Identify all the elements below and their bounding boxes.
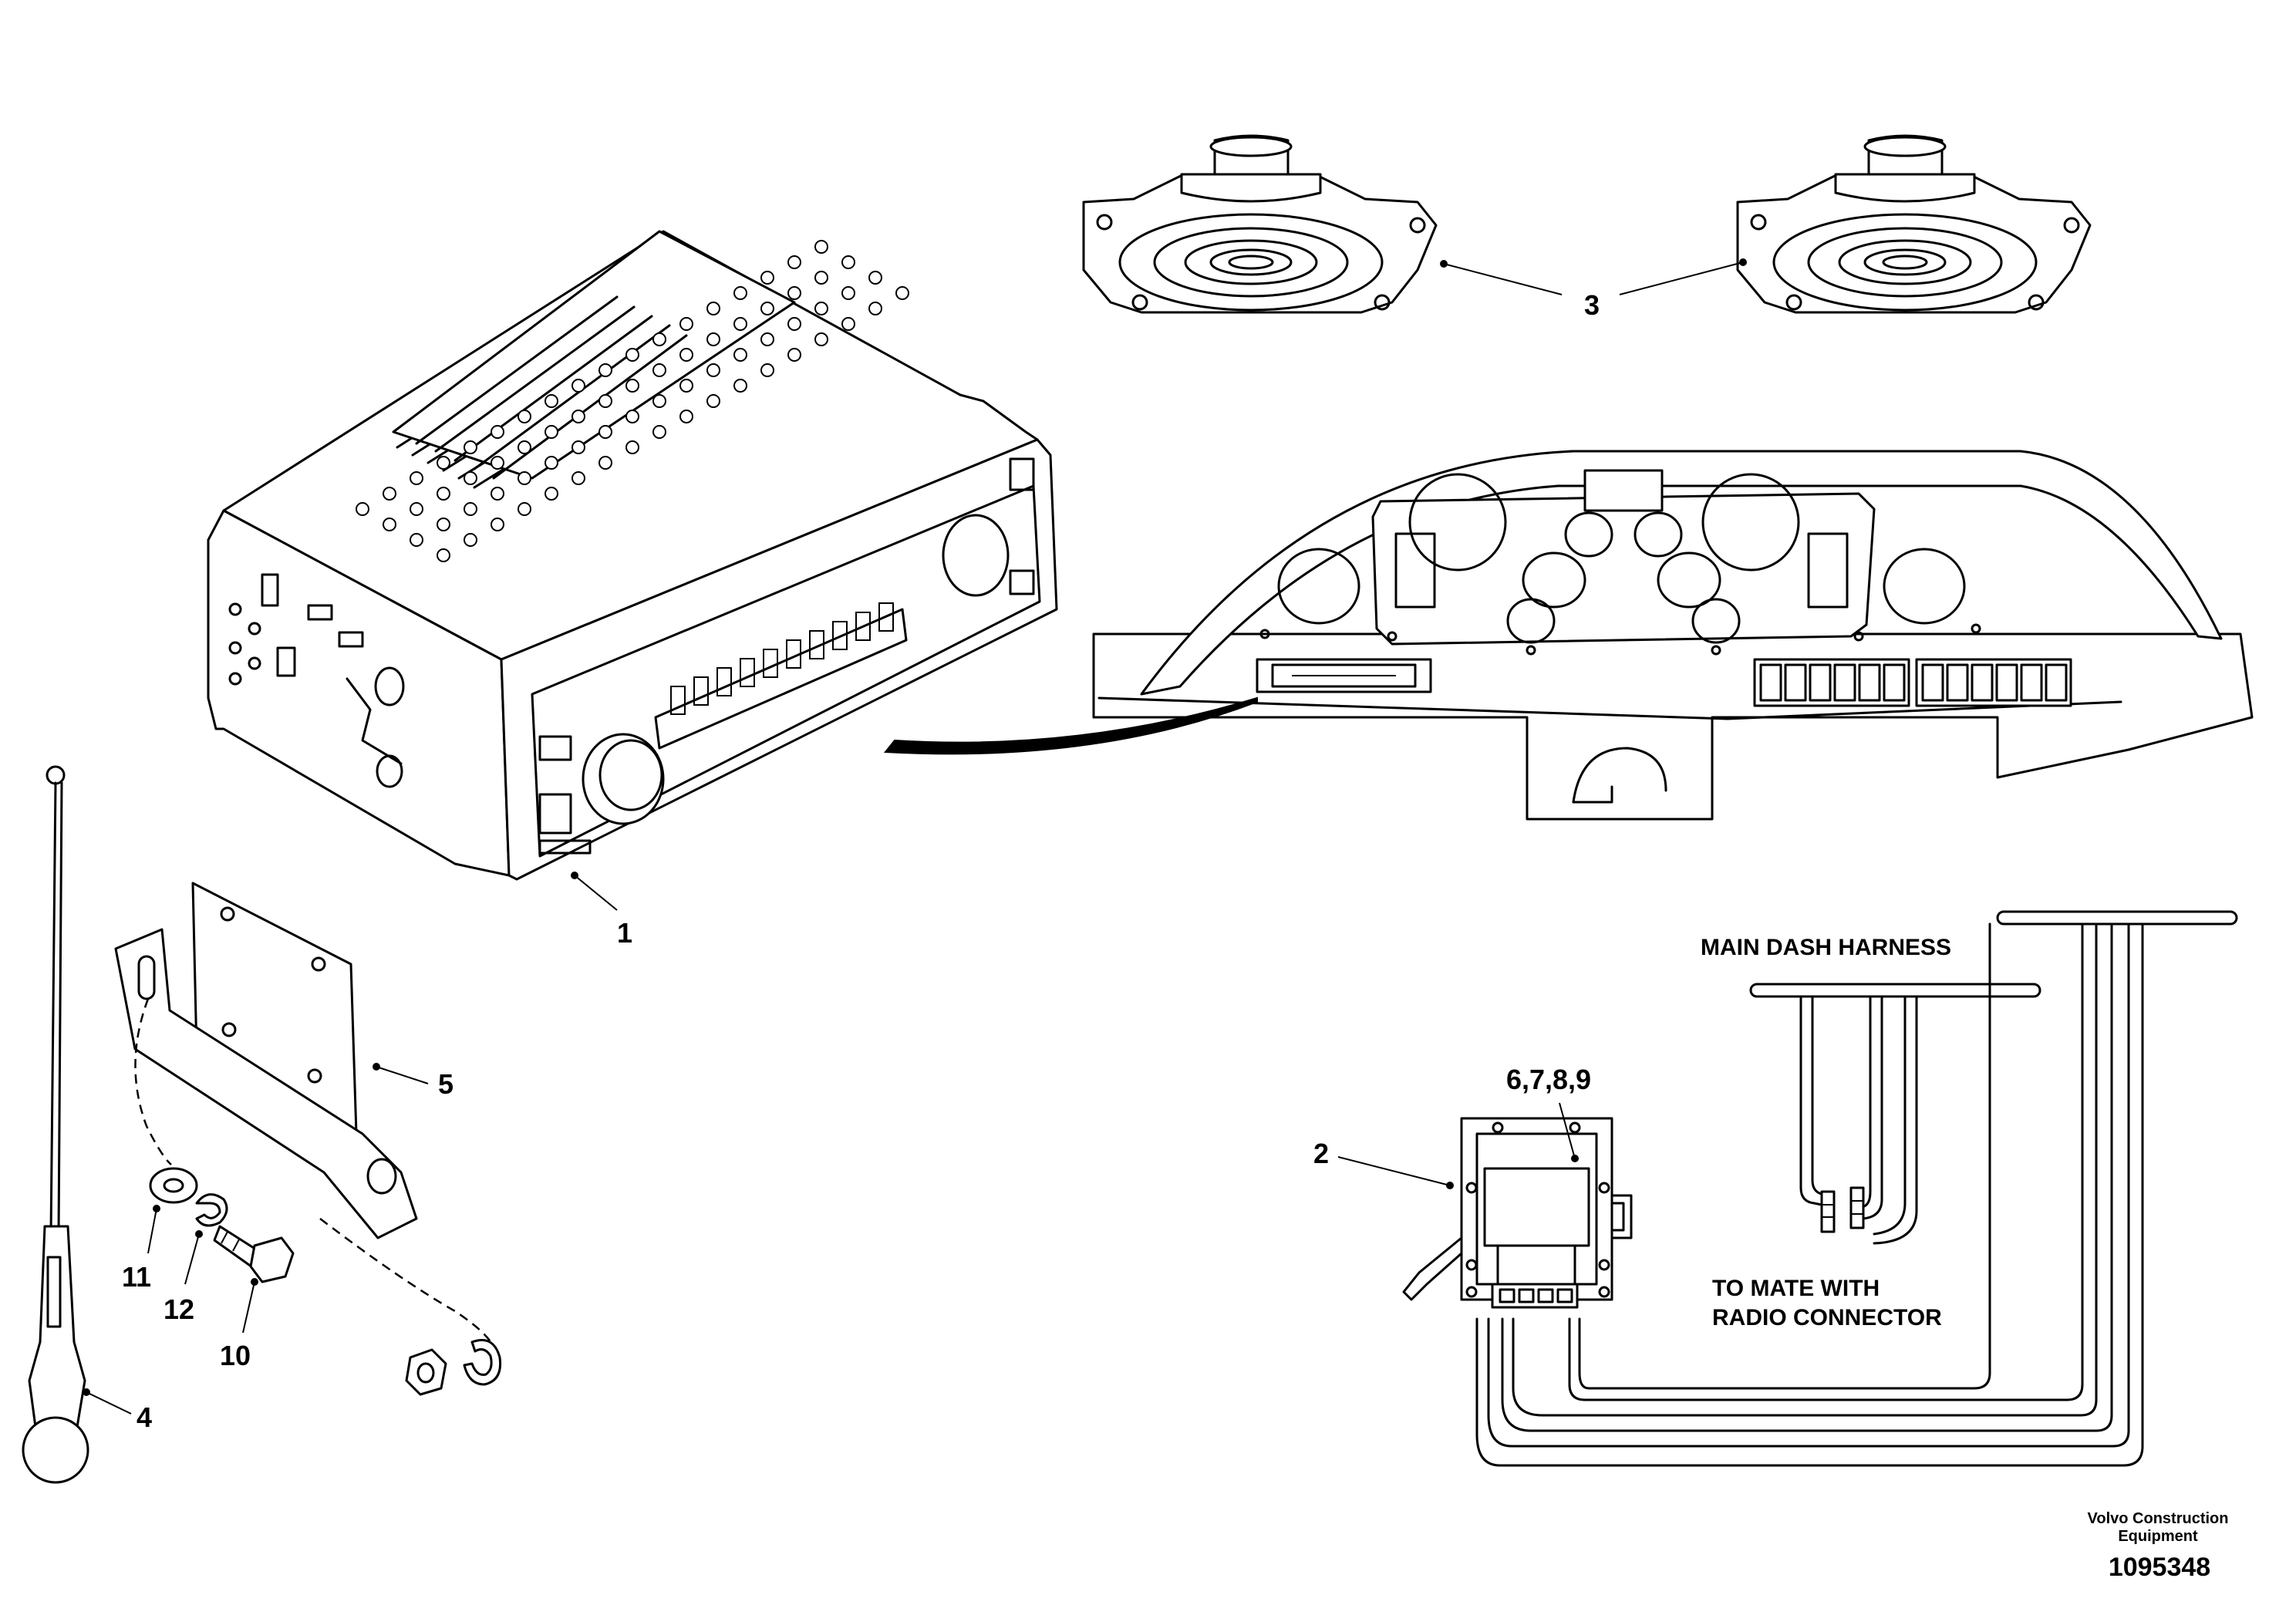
mate-label-line2: RADIO CONNECTOR: [1712, 1305, 1942, 1330]
mate-label-line1: TO MATE WITH: [1712, 1276, 1880, 1301]
switch-bank-right: [1915, 658, 2072, 707]
callout-5: 5: [438, 1068, 453, 1100]
mount-dashed-path-right: [319, 1218, 496, 1358]
leader-12: [184, 1230, 203, 1285]
callout-2: 2: [1313, 1138, 1329, 1169]
company-name-line2: Equipment: [2118, 1528, 2198, 1545]
speaker-left: [1082, 134, 1438, 314]
switch-bank-left: [1753, 658, 1910, 707]
leader-1: [571, 872, 618, 911]
screw: [213, 1225, 295, 1283]
callout-4: 4: [137, 1401, 152, 1433]
callout-6789: 6,7,8,9: [1506, 1064, 1591, 1095]
callout-12: 12: [164, 1293, 194, 1325]
radio-adapter: [1402, 1117, 1633, 1309]
radio-unit: [207, 230, 1058, 881]
main-dash-harness: [1475, 910, 2238, 1467]
main-dash-harness-label: MAIN DASH HARNESS: [1701, 935, 1951, 960]
callout-1: 1: [617, 917, 632, 949]
leader-6789: [1559, 1102, 1579, 1162]
callout-11: 11: [122, 1261, 151, 1293]
antenna: [22, 765, 89, 1484]
document-number: 1095348: [2109, 1553, 2210, 1582]
company-name-line1: Volvo Construction: [2088, 1510, 2229, 1527]
callout-3: 3: [1584, 289, 1600, 321]
lock-washer-rear: [463, 1339, 502, 1386]
washer-flat: [149, 1167, 198, 1204]
connector-pair: [1820, 1186, 1865, 1233]
leader-10: [242, 1278, 258, 1334]
dashboard-panel: [1092, 450, 2254, 821]
bracket: [114, 882, 418, 1239]
callout-10: 10: [220, 1340, 251, 1371]
nut: [405, 1348, 447, 1396]
detail-arrow: [884, 696, 1258, 755]
leader-2: [1337, 1156, 1454, 1189]
mount-dashed-path-left: [134, 998, 172, 1165]
vent-holes: [356, 240, 909, 562]
leader-4: [83, 1388, 132, 1415]
radio-display: [670, 602, 894, 715]
leader-3: [1440, 258, 1747, 295]
speaker-right: [1736, 134, 2092, 314]
washer-lock: [195, 1193, 228, 1227]
leader-11: [147, 1205, 160, 1254]
leader-5: [373, 1063, 429, 1084]
